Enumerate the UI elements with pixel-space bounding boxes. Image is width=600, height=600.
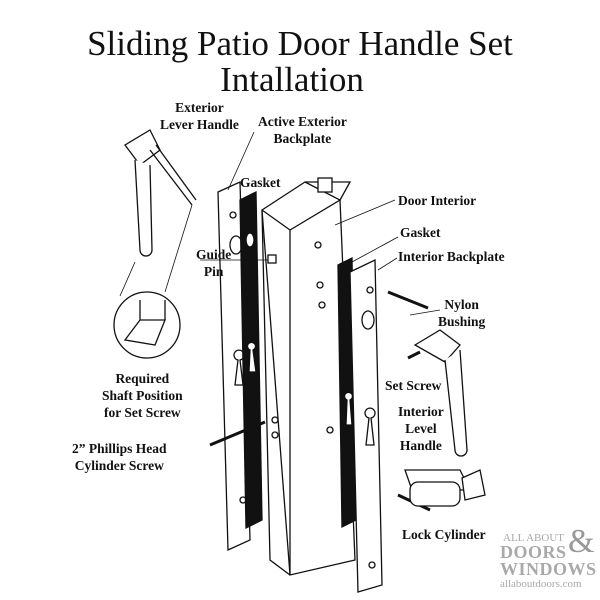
title-line-1: Sliding Patio Door Handle Set <box>87 24 513 63</box>
label-line: Shaft Position <box>102 388 183 403</box>
logo-line-2: DOORS <box>500 542 567 562</box>
label-line: 2” Phillips Head <box>72 441 167 456</box>
label-line: Guide <box>196 247 232 262</box>
label-line: for Set Screw <box>103 405 181 420</box>
exterior-lever-handle <box>124 129 197 257</box>
label-nylon-bushing: Nylon Bushing <box>438 296 485 330</box>
label-line: Handle <box>399 438 442 453</box>
label-line: Nylon <box>444 297 479 312</box>
label-line: Interior <box>398 404 444 419</box>
label-active-exterior-backplate: Active Exterior Backplate <box>258 113 347 147</box>
label-interior-level-handle: Interior Level Handle <box>398 403 444 454</box>
label-line: Exterior <box>175 100 224 115</box>
nylon-bushing-screw <box>387 290 429 310</box>
logo-line-1: ALL ABOUT <box>503 532 565 544</box>
label-required-shaft-position: Required Shaft Position for Set Screw <box>102 370 183 421</box>
shaft-detail <box>113 291 181 359</box>
label-guide-pin: Guide Pin <box>196 246 231 280</box>
label-line: Bushing <box>438 314 486 329</box>
label-lock-cylinder: Lock Cylinder <box>402 527 486 542</box>
label-line: Cylinder Screw <box>74 458 164 473</box>
interior-lever-handle <box>413 329 468 457</box>
label-line: Lever Handle <box>160 117 239 132</box>
label-gasket-right: Gasket <box>400 225 441 240</box>
interior-backplate <box>349 258 383 593</box>
logo-ampersand: & <box>568 523 595 560</box>
title-line-2: Intallation <box>220 60 364 99</box>
cylinder-screw <box>209 420 266 447</box>
label-set-screw: Set Screw <box>385 378 442 393</box>
logo-url: allaboutdoors.com <box>500 578 582 590</box>
set-screw <box>407 350 421 360</box>
label-gasket-left: Gasket <box>240 175 281 190</box>
label-line: Pin <box>203 264 224 279</box>
logo-line-3: WINDOWS <box>500 559 597 579</box>
door-section <box>261 177 356 576</box>
label-interior-backplate: Interior Backplate <box>398 249 505 264</box>
label-line: Required <box>115 371 170 386</box>
label-cylinder-screw: 2” Phillips Head Cylinder Screw <box>72 440 167 474</box>
label-door-interior: Door Interior <box>398 193 477 208</box>
label-line: Active Exterior <box>258 114 347 129</box>
label-line: Level <box>405 421 437 436</box>
label-exterior-lever-handle: Exterior Lever Handle <box>160 99 239 133</box>
lock-cylinder <box>404 469 486 507</box>
label-line: Backplate <box>273 131 332 146</box>
brand-logo: ALL ABOUT DOORS & WINDOWS allaboutdoors.… <box>500 523 597 591</box>
